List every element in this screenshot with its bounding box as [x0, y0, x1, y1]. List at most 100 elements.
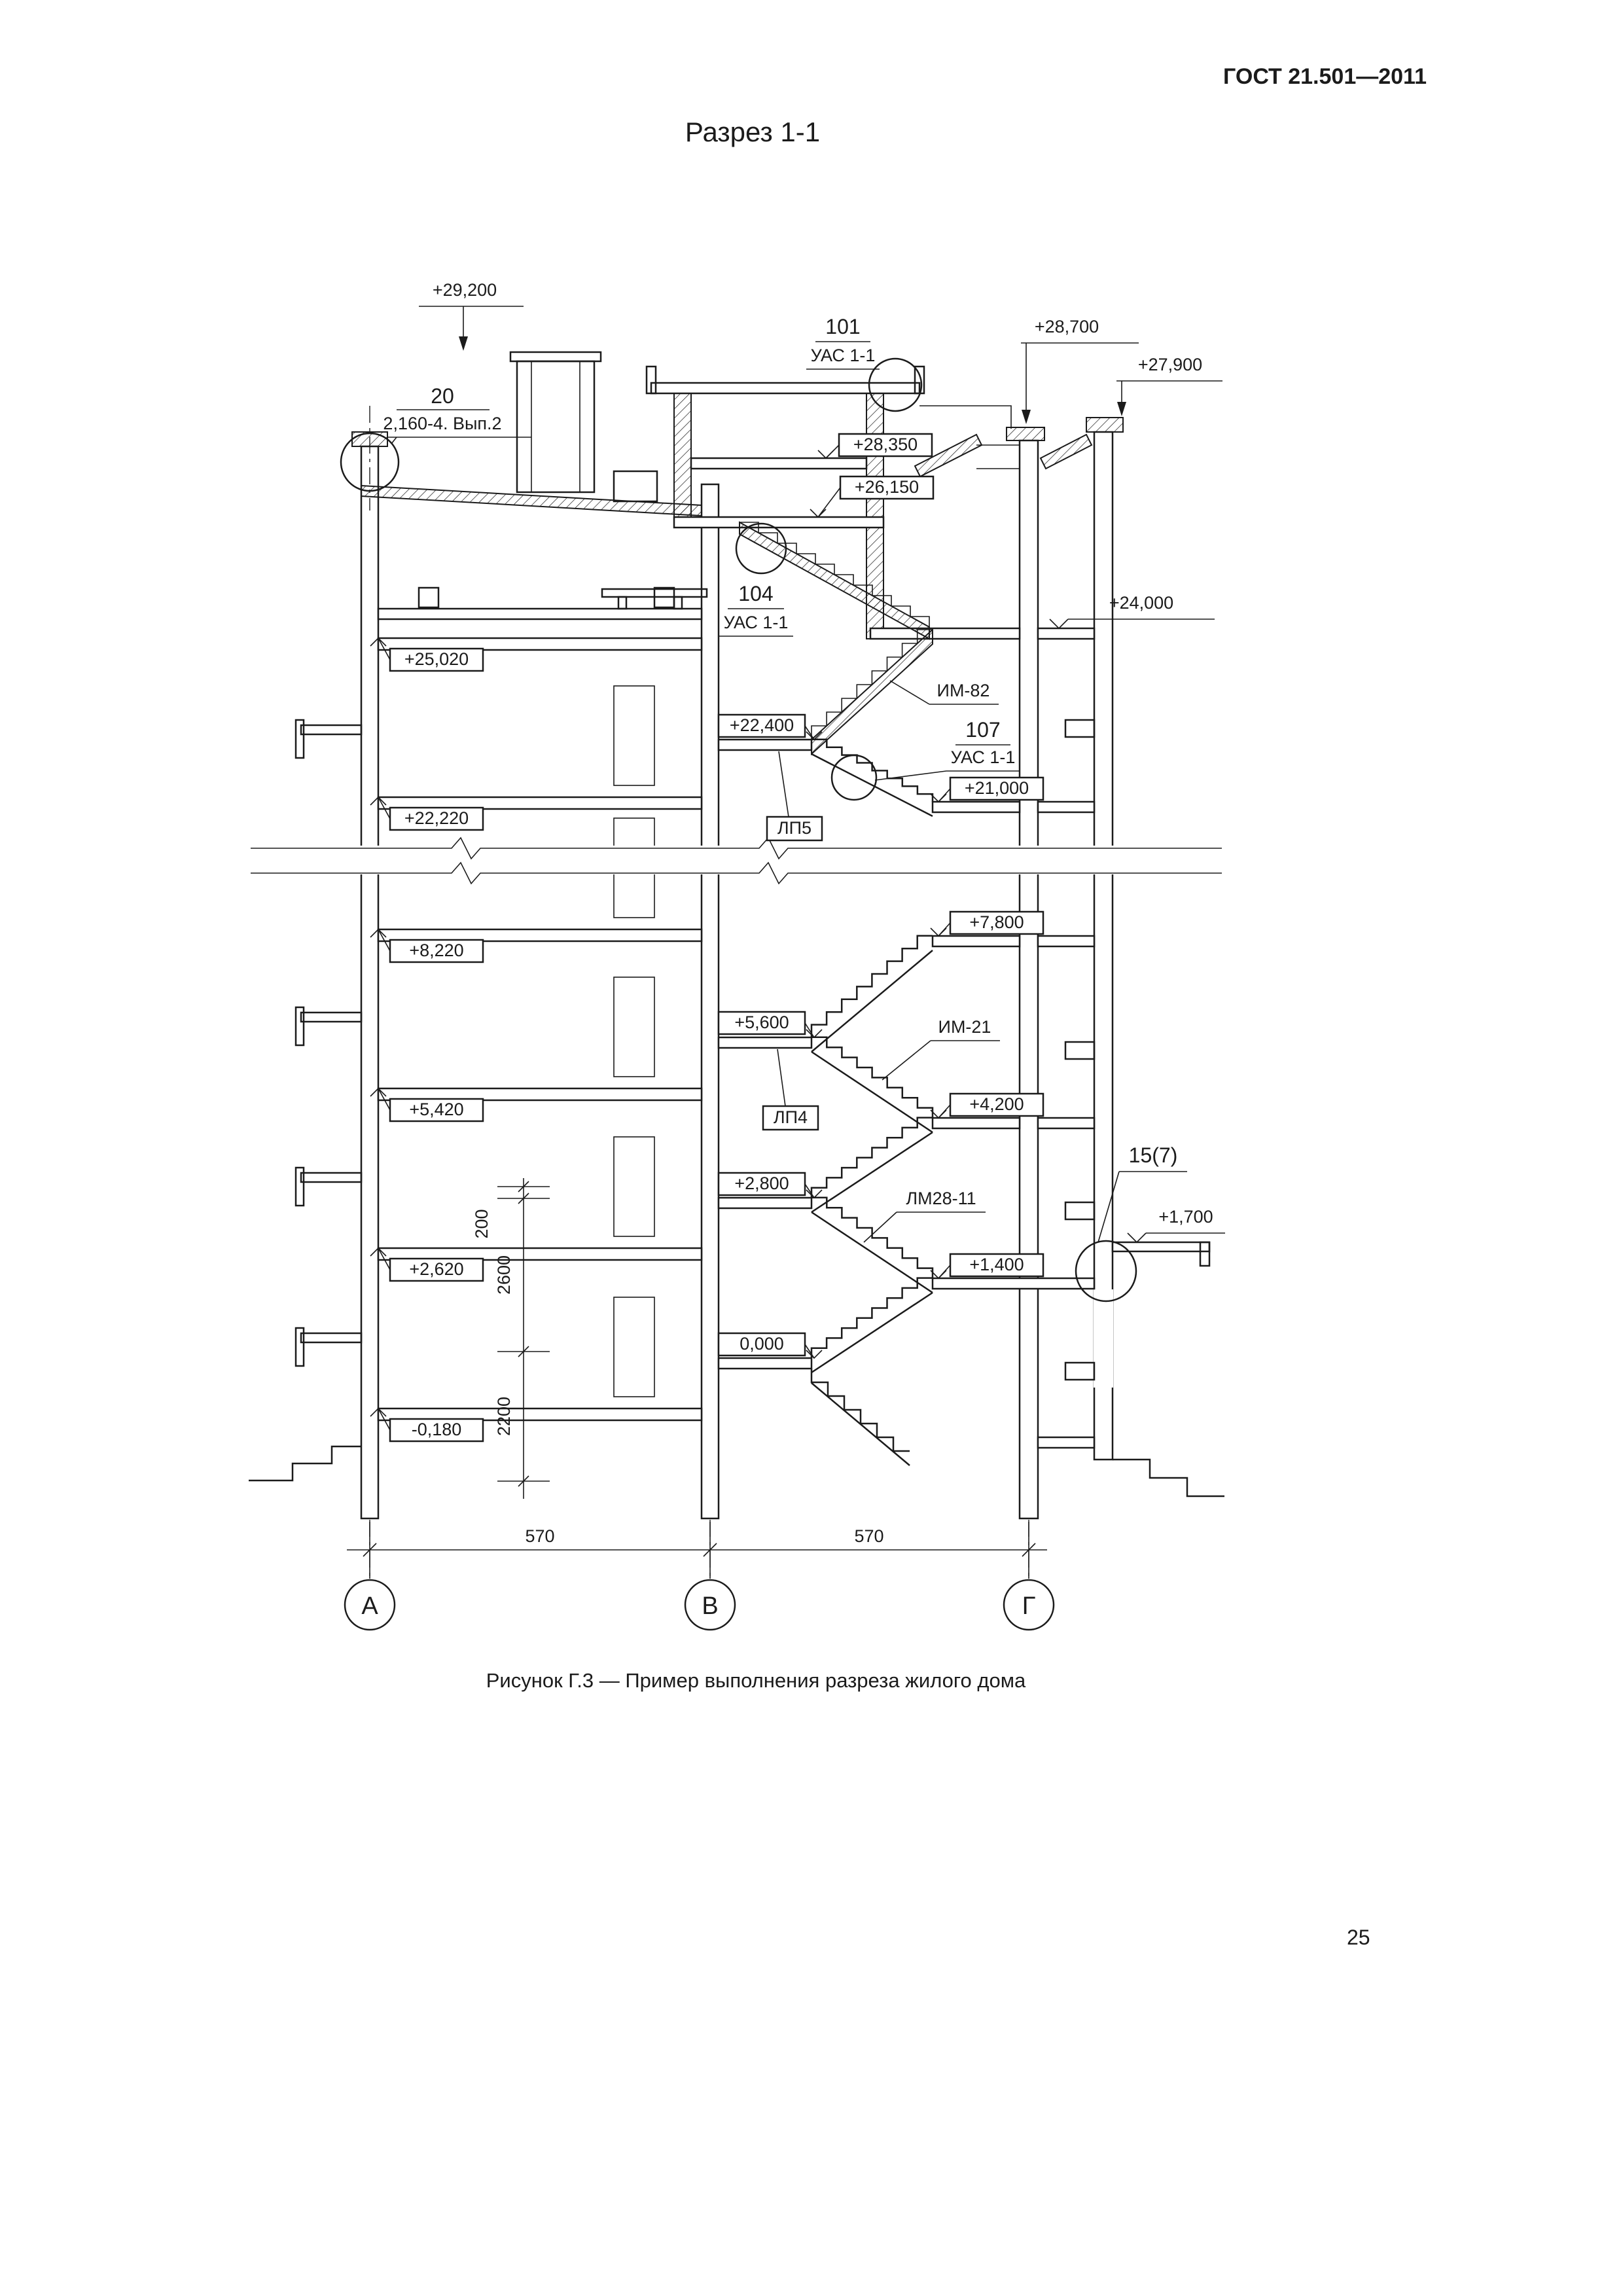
stair-flight-basement — [810, 1369, 910, 1452]
elevation-mark: +4,200 — [969, 1094, 1024, 1114]
machine-room-floor — [673, 516, 885, 529]
down-arrow-icon — [1022, 410, 1031, 424]
elevation-mark: -0,180 — [412, 1420, 462, 1439]
floor-slab — [377, 796, 703, 810]
detail-label: 101 — [825, 315, 860, 338]
parapet-cap-g — [1006, 427, 1045, 441]
elevation-mark: +1,700 — [1158, 1207, 1213, 1227]
door-section — [613, 685, 655, 786]
detail-doc: УАС 1-1 — [811, 346, 876, 365]
detail-label: 104 — [738, 582, 773, 605]
staircase — [717, 521, 1096, 1466]
elevation-marks-outside: +29,200 +28,700 +27,900 +24,000 +1,700 — [419, 280, 1225, 1244]
vertical-dimensions: 200 2600 2200 — [472, 1178, 550, 1499]
door-section — [613, 1297, 655, 1397]
elevation-marks-left: +25,020 +22,220 +8,220 +5,420 +2,620 -0,… — [370, 637, 484, 1443]
element-mark: ЛМ28-11 — [906, 1189, 976, 1208]
stair-flight — [812, 1036, 934, 1118]
elevation-mark: +26,150 — [855, 477, 919, 497]
detail-circle-107 — [830, 754, 878, 801]
roof-zone — [361, 351, 1093, 639]
elevation-mark: +22,220 — [404, 808, 469, 828]
floor-slab — [377, 1247, 703, 1261]
detail-references: 20 2,160-4. Вып.2 101 УАС 1-1 104 УАС 1-… — [340, 315, 1187, 1302]
detail-label: 20 — [431, 384, 454, 408]
axis-label: А — [361, 1592, 378, 1620]
axis-bubble-a — [344, 1579, 396, 1631]
elevation-mark: +8,220 — [409, 941, 463, 960]
stair-flight — [810, 935, 933, 1037]
doc-header: ГОСТ 21.501—2011 — [1223, 64, 1427, 89]
figure-caption: Рисунок Г.3 — Пример выполнения разреза … — [486, 1669, 1026, 1692]
floor-slab — [377, 1087, 703, 1102]
balcony-slabs — [294, 719, 363, 1367]
dimension-value: 570 — [525, 1526, 554, 1546]
landing-4200 — [931, 1117, 1021, 1130]
loggia-slab — [1037, 627, 1096, 640]
chimney-cap — [509, 351, 602, 363]
elevation-mark: +2,800 — [734, 1174, 789, 1193]
detail-doc: 2,160-4. Вып.2 — [383, 414, 501, 433]
machine-room-wall-left — [673, 393, 692, 518]
elevation-mark: +2,620 — [409, 1259, 463, 1279]
window-sill — [1064, 1041, 1096, 1060]
machine-room-roof — [650, 382, 921, 395]
dimension-value: 2200 — [494, 1397, 514, 1436]
level-arrow-icon — [1127, 1232, 1147, 1244]
wall-axis-a — [360, 445, 380, 1520]
roof-slab — [361, 484, 702, 517]
wall-axis-g — [1018, 439, 1039, 1520]
element-mark: ЛП4 — [774, 1107, 808, 1127]
drawing-title: Разрез 1-1 — [685, 117, 821, 147]
element-mark: ИМ-21 — [938, 1017, 991, 1037]
detail-circle-15 — [1075, 1240, 1137, 1302]
apartment-zone — [249, 637, 703, 1482]
landing-5600 — [717, 1036, 813, 1049]
dimension-value: 200 — [472, 1209, 491, 1238]
stair-flight — [812, 1196, 934, 1278]
left-entrance-steps — [249, 1445, 361, 1482]
down-arrow-icon — [1117, 402, 1126, 416]
detail-doc: УАС 1-1 — [951, 747, 1016, 767]
elevation-mark: +5,600 — [734, 1013, 789, 1032]
floor-slab — [377, 637, 703, 651]
elevation-mark: +22,400 — [730, 715, 794, 735]
elevation-mark: +29,200 — [433, 280, 497, 300]
parapet-cap-a — [351, 431, 388, 447]
roof-parapet-slope-right — [1039, 433, 1093, 470]
elevation-mark: +28,350 — [853, 435, 918, 454]
elevation-mark: +5,420 — [409, 1100, 463, 1119]
stair-flight-upper — [811, 628, 933, 756]
attic-slab — [377, 607, 703, 620]
stair-flight — [810, 1117, 933, 1198]
floor-slab — [377, 1407, 703, 1422]
down-arrow-icon — [459, 336, 468, 351]
detail-circle-101 — [868, 357, 923, 412]
attic-box-left — [418, 586, 440, 609]
landing-22400 — [717, 738, 813, 751]
wall-axis-b — [700, 483, 720, 1520]
door-section — [613, 1136, 655, 1237]
elevation-mark: +25,020 — [404, 649, 469, 669]
detail-label: 107 — [965, 718, 1000, 742]
loggia-slab — [1037, 800, 1096, 814]
elevation-marks-stair: +28,350 +26,150 +22,400 +5,600 +2,800 0,… — [717, 433, 1044, 1359]
window-sill — [1064, 719, 1096, 738]
axis-label: Г — [1022, 1592, 1036, 1620]
elevation-mark: +24,000 — [1109, 593, 1173, 613]
detail-circle-104 — [735, 522, 787, 575]
attic-bench — [601, 588, 708, 598]
landing-7800 — [931, 935, 1021, 948]
dimension-value: 570 — [854, 1526, 883, 1546]
landing-21000 — [931, 800, 1021, 814]
stair-flight — [812, 738, 934, 802]
axis-bubble-b — [684, 1579, 736, 1631]
loggia-slab — [1037, 1117, 1096, 1130]
stair-flight — [810, 1277, 933, 1358]
loggia-slab — [1037, 935, 1096, 948]
detail-label: 15(7) — [1129, 1143, 1178, 1167]
element-mark: ЛП5 — [777, 818, 812, 838]
entrance-door-opening — [1094, 1289, 1113, 1388]
